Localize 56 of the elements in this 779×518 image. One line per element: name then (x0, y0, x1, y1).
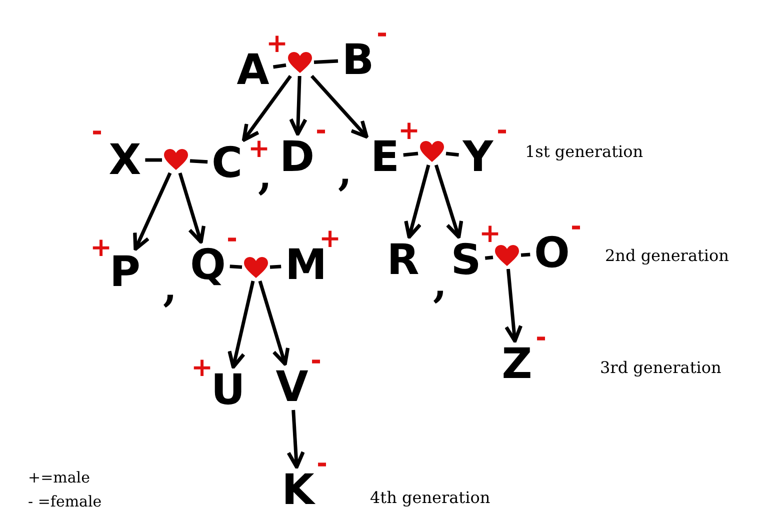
person-letter: O (532, 232, 572, 274)
couple-line (230, 264, 242, 269)
arrow (286, 410, 305, 469)
person-letter: V (274, 366, 310, 408)
arrow (228, 280, 255, 369)
couple-line (314, 59, 338, 64)
arrow (504, 268, 523, 343)
legend-note: +=male (28, 470, 90, 486)
sex-sign: - (316, 451, 328, 477)
sex-sign: - (310, 348, 322, 374)
person-letter: C (210, 142, 244, 184)
person-letter: Y (460, 136, 496, 178)
arrow (258, 280, 290, 366)
sex-sign: - (92, 119, 102, 145)
arrow (242, 74, 292, 142)
person-letter: M (283, 244, 329, 286)
person-letter: X (106, 139, 144, 181)
heart-icon (495, 245, 519, 267)
heart-icon (244, 257, 268, 279)
generation-label: 3rd generation (600, 360, 722, 376)
comma: , (433, 264, 447, 304)
comma: , (163, 268, 177, 308)
couple-line (270, 264, 282, 269)
person-letter: D (278, 136, 316, 178)
person-letter: K (280, 469, 316, 511)
arrow (133, 172, 172, 251)
sex-sign: - (376, 21, 388, 47)
arrow (310, 74, 368, 139)
heart-icon (288, 52, 312, 74)
arrow (434, 164, 464, 239)
arrow (178, 172, 206, 244)
legend-note: - =female (28, 494, 102, 510)
arrow (404, 164, 430, 239)
sex-sign: - (496, 118, 508, 144)
person-letter: B (340, 39, 376, 81)
couple-line (190, 159, 208, 164)
couple-line (446, 152, 459, 157)
generation-label: 2nd generation (605, 248, 729, 264)
sex-sign: - (226, 226, 238, 252)
couple-line (484, 256, 494, 260)
couple-line (145, 158, 162, 162)
person-letter: Z (500, 343, 534, 385)
sex-sign: - (570, 214, 582, 240)
generation-label: 1st generation (525, 144, 644, 160)
person-letter: Q (188, 244, 228, 286)
generation-label: 4th generation (370, 490, 490, 506)
couple-line (403, 152, 418, 157)
couple-line (273, 63, 286, 69)
heart-icon (420, 141, 444, 163)
sex-sign: - (316, 118, 326, 144)
couple-line (520, 252, 530, 257)
arrow (289, 76, 308, 136)
sex-sign: - (536, 325, 546, 351)
person-letter: R (384, 239, 422, 281)
comma: , (338, 152, 352, 192)
heart-icon (164, 149, 188, 171)
